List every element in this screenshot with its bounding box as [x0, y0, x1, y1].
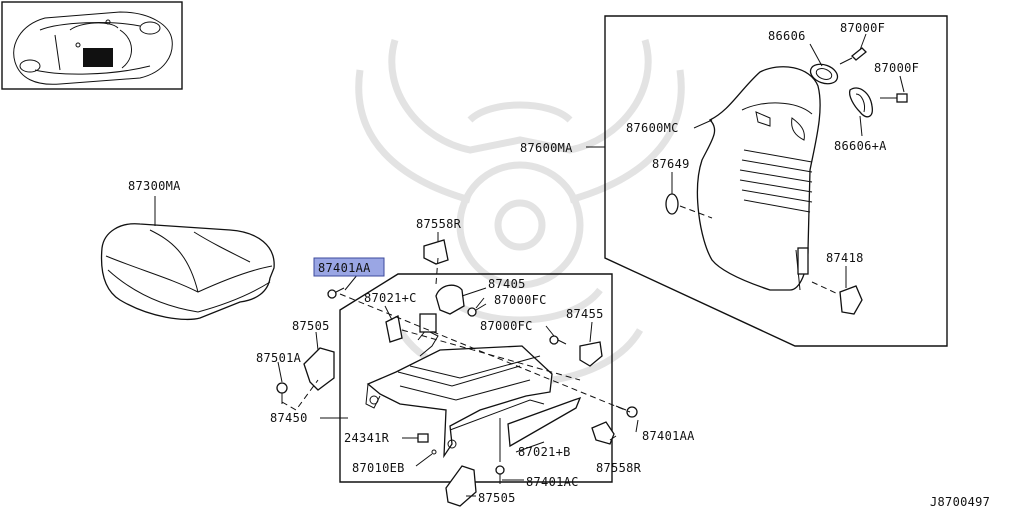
seat-frame-part — [365, 313, 553, 462]
recliner-bracket — [797, 247, 809, 275]
leader-lines — [277, 33, 905, 497]
seat-cushion-part — [100, 223, 275, 321]
hinge-cover-part — [811, 281, 863, 315]
label-87600MA[interactable]: 87600MA — [520, 141, 573, 155]
rail-bracket-bottom — [591, 421, 615, 445]
label-87505-top[interactable]: 87505 — [292, 319, 330, 333]
label-87418[interactable]: 87418 — [826, 251, 864, 265]
trim-cover-part — [385, 315, 403, 343]
side-cover-right — [579, 341, 603, 367]
label-87505-bottom[interactable]: 87505 — [478, 491, 516, 505]
label-86606A[interactable]: 86606+A — [834, 139, 887, 153]
label-87600MC[interactable]: 87600MC — [626, 121, 679, 135]
vehicle-locator-icon — [1, 1, 183, 90]
seat-back-part — [696, 66, 821, 291]
label-87501A[interactable]: 87501A — [256, 351, 302, 365]
label-87401AC[interactable]: 87401AC — [526, 475, 579, 489]
label-87558R-top[interactable]: 87558R — [416, 217, 462, 231]
bolt-icon — [276, 382, 288, 404]
fastener-icon — [665, 193, 713, 219]
assembly-line — [401, 329, 581, 381]
label-87021B[interactable]: 87021+B — [518, 445, 571, 459]
bolt-icon — [549, 335, 567, 345]
label-87021C[interactable]: 87021+C — [364, 291, 417, 305]
label-87401AA-bottom[interactable]: 87401AA — [642, 429, 695, 443]
label-24341R[interactable]: 24341R — [344, 431, 390, 445]
label-87000FC-top[interactable]: 87000FC — [494, 293, 547, 307]
lever-cover-part — [435, 284, 465, 315]
harness-clip-part — [431, 449, 437, 455]
bracket-b-part — [507, 396, 582, 448]
headrest-guide-left — [809, 63, 839, 85]
label-87401AA-highlight[interactable]: 87401AA — [318, 261, 371, 275]
bolt-icon — [327, 287, 345, 299]
diagram-id: J8700497 — [930, 495, 990, 509]
highlight-box — [313, 257, 385, 277]
switch-part — [417, 433, 429, 443]
label-87000FC-mid[interactable]: 87000FC — [480, 319, 533, 333]
side-cover-top — [303, 347, 335, 391]
label-86606[interactable]: 86606 — [768, 29, 806, 43]
seat-location-marker — [83, 48, 113, 67]
label-87000F-right[interactable]: 87000F — [874, 61, 919, 75]
label-87450[interactable]: 87450 — [270, 411, 308, 425]
label-87649[interactable]: 87649 — [652, 157, 690, 171]
seat-frame-box — [339, 273, 613, 483]
screw-icon — [839, 47, 867, 65]
label-87010EB[interactable]: 87010EB — [352, 461, 405, 475]
label-87455[interactable]: 87455 — [566, 307, 604, 321]
side-cover-bottom — [445, 465, 477, 507]
rail-bracket-top — [423, 239, 449, 265]
label-87405[interactable]: 87405 — [488, 277, 526, 291]
seat-back-box — [586, 15, 948, 347]
label-87000F-top[interactable]: 87000F — [840, 21, 885, 35]
watermark-emblem — [355, 38, 685, 386]
bolt-icon — [495, 465, 505, 484]
screw-icon — [880, 93, 908, 103]
bolt-icon — [467, 303, 487, 317]
trim-clip — [419, 313, 437, 333]
assembly-line — [281, 379, 319, 411]
label-87558R-bottom[interactable]: 87558R — [596, 461, 642, 475]
label-87300MA[interactable]: 87300MA — [128, 179, 181, 193]
headrest-guide-right — [848, 87, 873, 118]
assembly-line — [435, 257, 439, 285]
